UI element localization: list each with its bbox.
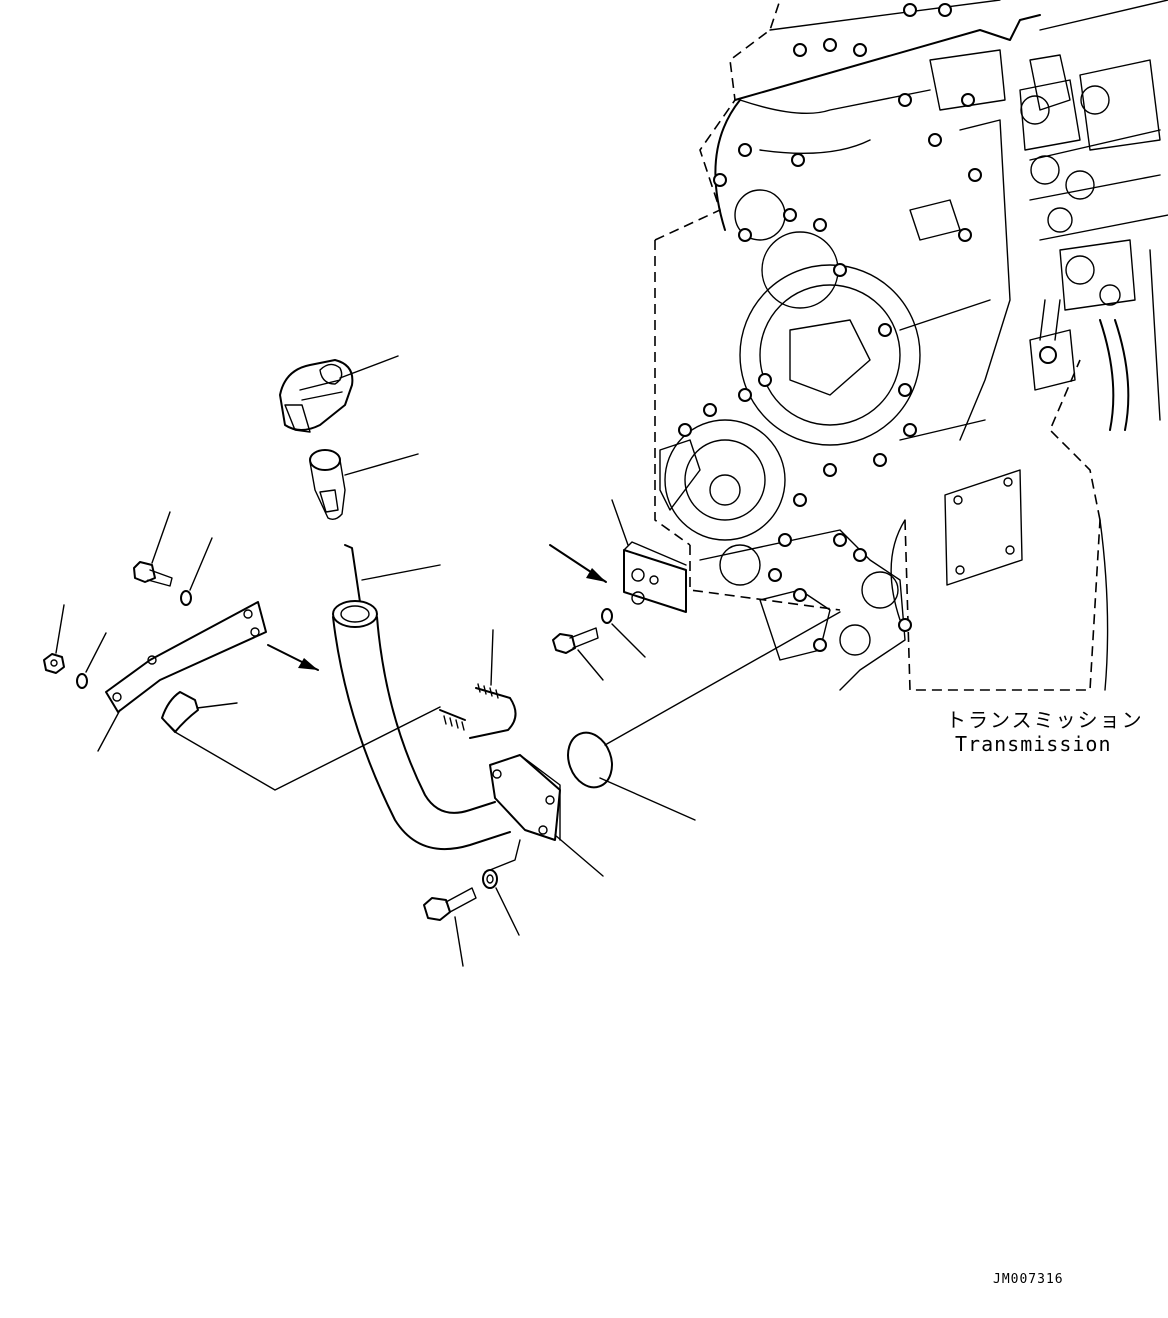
bolt-left <box>133 511 173 587</box>
nut-left <box>43 604 65 674</box>
dipstick-gauge <box>344 544 441 603</box>
transmission-label-jp: トランスミッション <box>946 708 1144 732</box>
u-bolt-clamp <box>439 629 517 739</box>
mounting-bracket <box>97 601 319 752</box>
right-mount-bracket <box>549 499 687 613</box>
transmission-housing <box>654 0 1168 691</box>
transmission-label-en: Transmission <box>955 732 1112 756</box>
filler-tube <box>332 600 604 877</box>
washer-left-bottom <box>76 632 107 689</box>
right-washer <box>601 608 646 658</box>
dipstick-tube-head <box>309 449 419 521</box>
washer-left-top <box>180 537 213 606</box>
gasket <box>567 611 841 821</box>
figure-id: JM007316 <box>993 1272 1064 1287</box>
dipstick-cap <box>279 355 399 433</box>
flange-washer <box>482 839 521 936</box>
right-bolt <box>552 627 604 681</box>
flange-bolt <box>423 887 477 967</box>
clip <box>161 691 441 791</box>
